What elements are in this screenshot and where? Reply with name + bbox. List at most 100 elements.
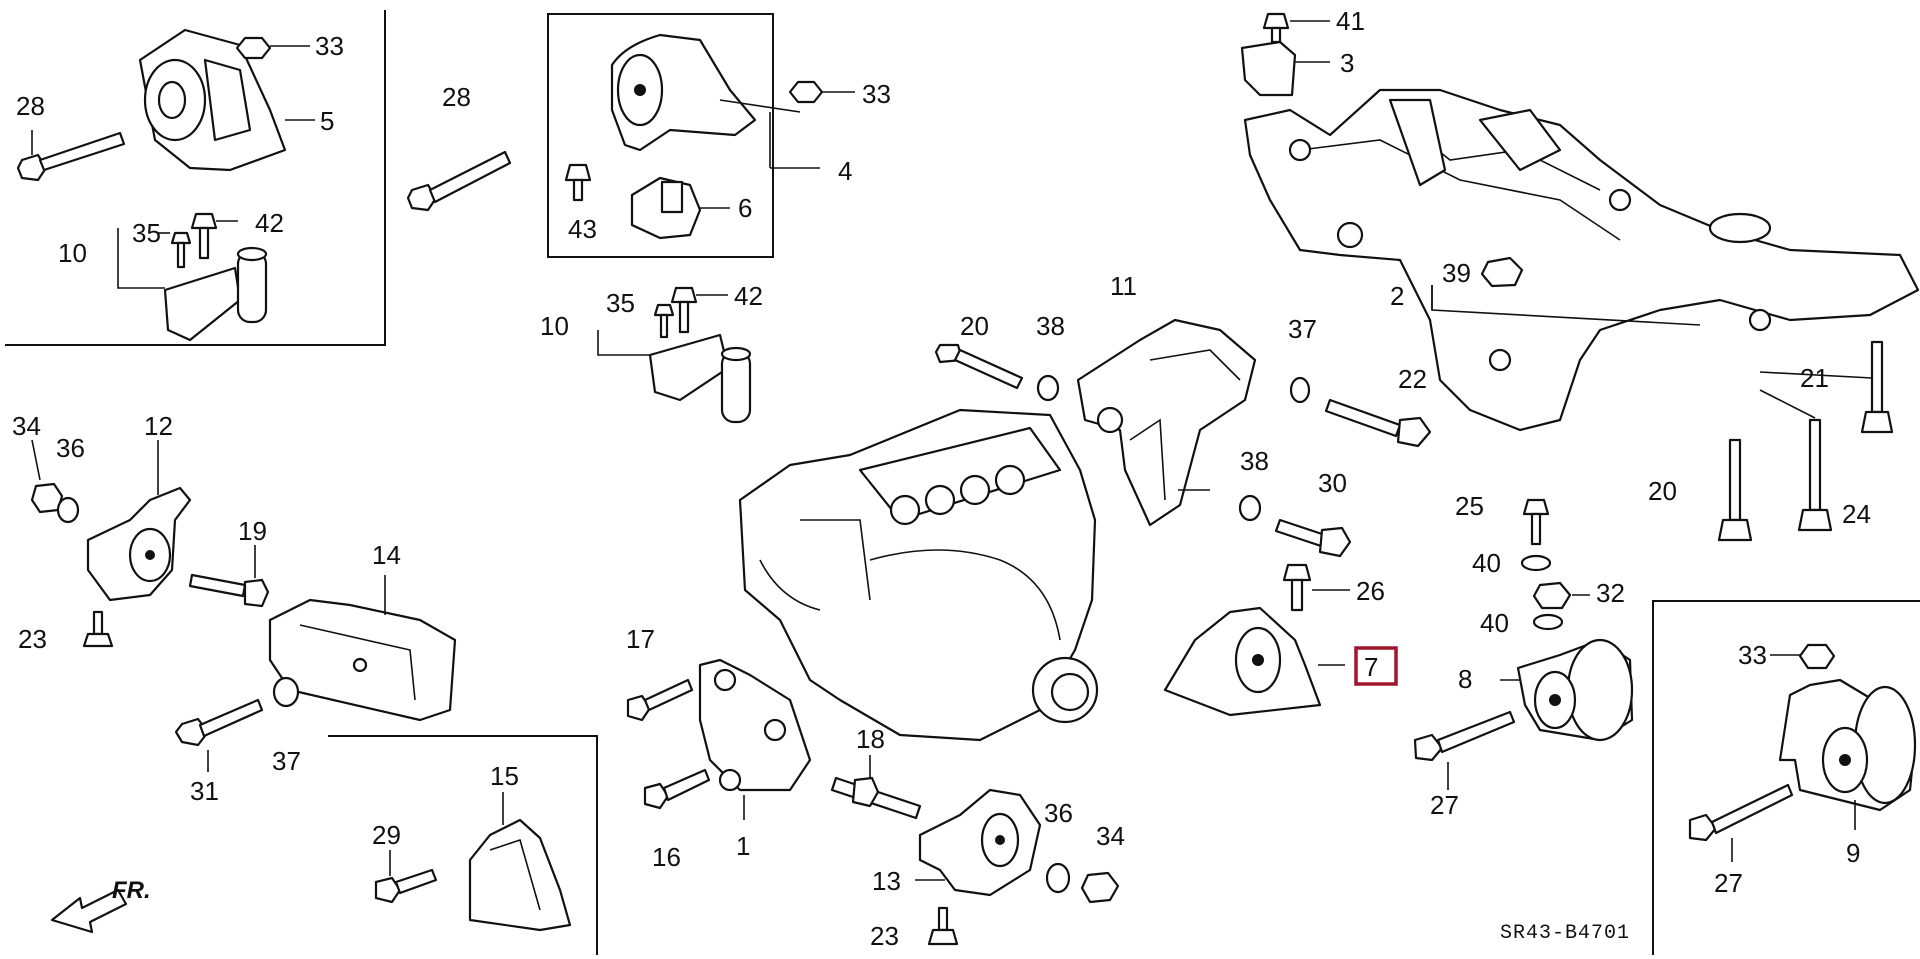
part-21-bolt — [1759, 340, 1894, 434]
part-10-stopper-b — [597, 330, 752, 424]
part-2-subframe — [1243, 88, 1920, 432]
part-14-mount-bracket — [268, 575, 457, 722]
callout-28: 28 — [442, 82, 471, 112]
callout-4: 4 — [838, 156, 852, 186]
frame-lines — [5, 10, 1920, 955]
callout-36: 36 — [56, 433, 85, 463]
callout-27: 27 — [1430, 790, 1459, 820]
part-23-bolt-a — [82, 610, 114, 648]
callout-23: 23 — [870, 921, 899, 951]
callout-2: 2 — [1390, 281, 1404, 311]
part-20-bolt-b — [1717, 438, 1753, 542]
callout-6: 6 — [738, 193, 752, 223]
callout-27: 27 — [1714, 868, 1743, 898]
part-30-bolt — [1274, 518, 1352, 558]
callout-41: 41 — [1336, 6, 1365, 36]
callout-10: 10 — [540, 311, 569, 341]
part-7-engine-mount — [1163, 606, 1345, 717]
callout-20: 20 — [1648, 476, 1677, 506]
part-39-nut — [1480, 256, 1524, 288]
callout-7-highlight-box — [1354, 646, 1398, 686]
part-27-bolt-b — [1688, 783, 1794, 862]
callout-7: 7 — [1364, 652, 1378, 682]
callout-9: 9 — [1846, 838, 1860, 868]
part-33-nut-b — [788, 80, 855, 104]
callout-33: 33 — [862, 79, 891, 109]
callout-37: 37 — [1288, 314, 1317, 344]
part-37-washer-a — [1289, 376, 1311, 404]
callout-43: 43 — [568, 214, 597, 244]
part-32-nut — [1532, 581, 1590, 610]
callout-21: 21 — [1800, 363, 1829, 393]
callout-14: 14 — [372, 540, 401, 570]
callout-labels: 33 28 5 35 42 10 28 33 4 6 43 35 42 10 2… — [12, 6, 1871, 951]
engine-block — [738, 408, 1099, 742]
part-15-bracket — [468, 792, 572, 932]
callout-12: 12 — [144, 411, 173, 441]
part-11-mount-bracket — [1076, 318, 1257, 527]
callout-29: 29 — [372, 820, 401, 850]
callout-25: 25 — [1455, 491, 1484, 521]
part-40-washer-a — [1520, 554, 1552, 572]
callout-28: 28 — [16, 91, 45, 121]
part-9-transmission-mount — [1778, 678, 1917, 830]
callout-34: 34 — [1096, 821, 1125, 851]
part-43-bolt — [564, 163, 592, 202]
callout-36: 36 — [1044, 798, 1073, 828]
part-6-mount-insert — [630, 176, 730, 240]
part-22-bolt — [1324, 398, 1432, 448]
callout-19: 19 — [238, 516, 267, 546]
part-10-stopper-a — [117, 228, 268, 342]
callout-15: 15 — [490, 761, 519, 791]
callout-38: 38 — [1036, 311, 1065, 341]
callout-30: 30 — [1318, 468, 1347, 498]
callout-22: 22 — [1398, 364, 1427, 394]
part-35-bolt-b — [653, 303, 675, 339]
part-12-mount-bracket — [86, 440, 192, 602]
callout-16: 16 — [652, 842, 681, 872]
callout-37: 37 — [272, 746, 301, 776]
part-25-bolt — [1522, 498, 1550, 546]
callout-40: 40 — [1480, 608, 1509, 638]
part-42-bolt-b — [670, 286, 728, 334]
part-31-bolt — [174, 698, 264, 772]
part-18-stud — [830, 755, 922, 820]
callout-38: 38 — [1240, 446, 1269, 476]
callout-33: 33 — [315, 31, 344, 61]
part-16-bolt — [643, 768, 711, 810]
front-marker-label: FR. — [112, 877, 151, 904]
callout-24: 24 — [1842, 499, 1871, 529]
part-24-bolt — [1759, 389, 1833, 532]
part-23-bolt-b — [927, 906, 959, 946]
callout-42: 42 — [734, 281, 763, 311]
part-28-bolt-b — [406, 150, 512, 212]
drawing-code: SR43-B4701 — [1500, 922, 1630, 945]
callout-39: 39 — [1442, 258, 1471, 288]
part-5-rear-mount-bracket — [138, 28, 315, 172]
callout-10: 10 — [58, 238, 87, 268]
callout-23: 23 — [18, 624, 47, 654]
part-37-washer-b — [272, 676, 300, 708]
part-42-bolt-a — [190, 212, 238, 260]
part-1-engine-bracket — [698, 658, 812, 820]
callout-5: 5 — [320, 106, 334, 136]
part-40-washer-b — [1532, 613, 1564, 631]
part-41-bolt — [1262, 12, 1330, 44]
callout-31: 31 — [190, 776, 219, 806]
callout-18: 18 — [856, 724, 885, 754]
callout-35: 35 — [132, 218, 161, 248]
part-13-mount-bracket — [915, 788, 1042, 897]
callout-1: 1 — [736, 831, 750, 861]
part-33-nut-a — [235, 36, 310, 60]
part-34-nut-b — [1080, 871, 1120, 904]
part-19-stud — [188, 545, 270, 608]
part-29-bolt — [374, 850, 438, 904]
callout-32: 32 — [1596, 578, 1625, 608]
part-17-bolt — [626, 678, 694, 722]
part-20-bolt-a — [934, 343, 1024, 390]
part-4-mount-assembly — [610, 33, 820, 169]
callout-13: 13 — [872, 866, 901, 896]
part-27-bolt-a — [1413, 710, 1516, 790]
part-38-washer-b — [1238, 494, 1262, 522]
